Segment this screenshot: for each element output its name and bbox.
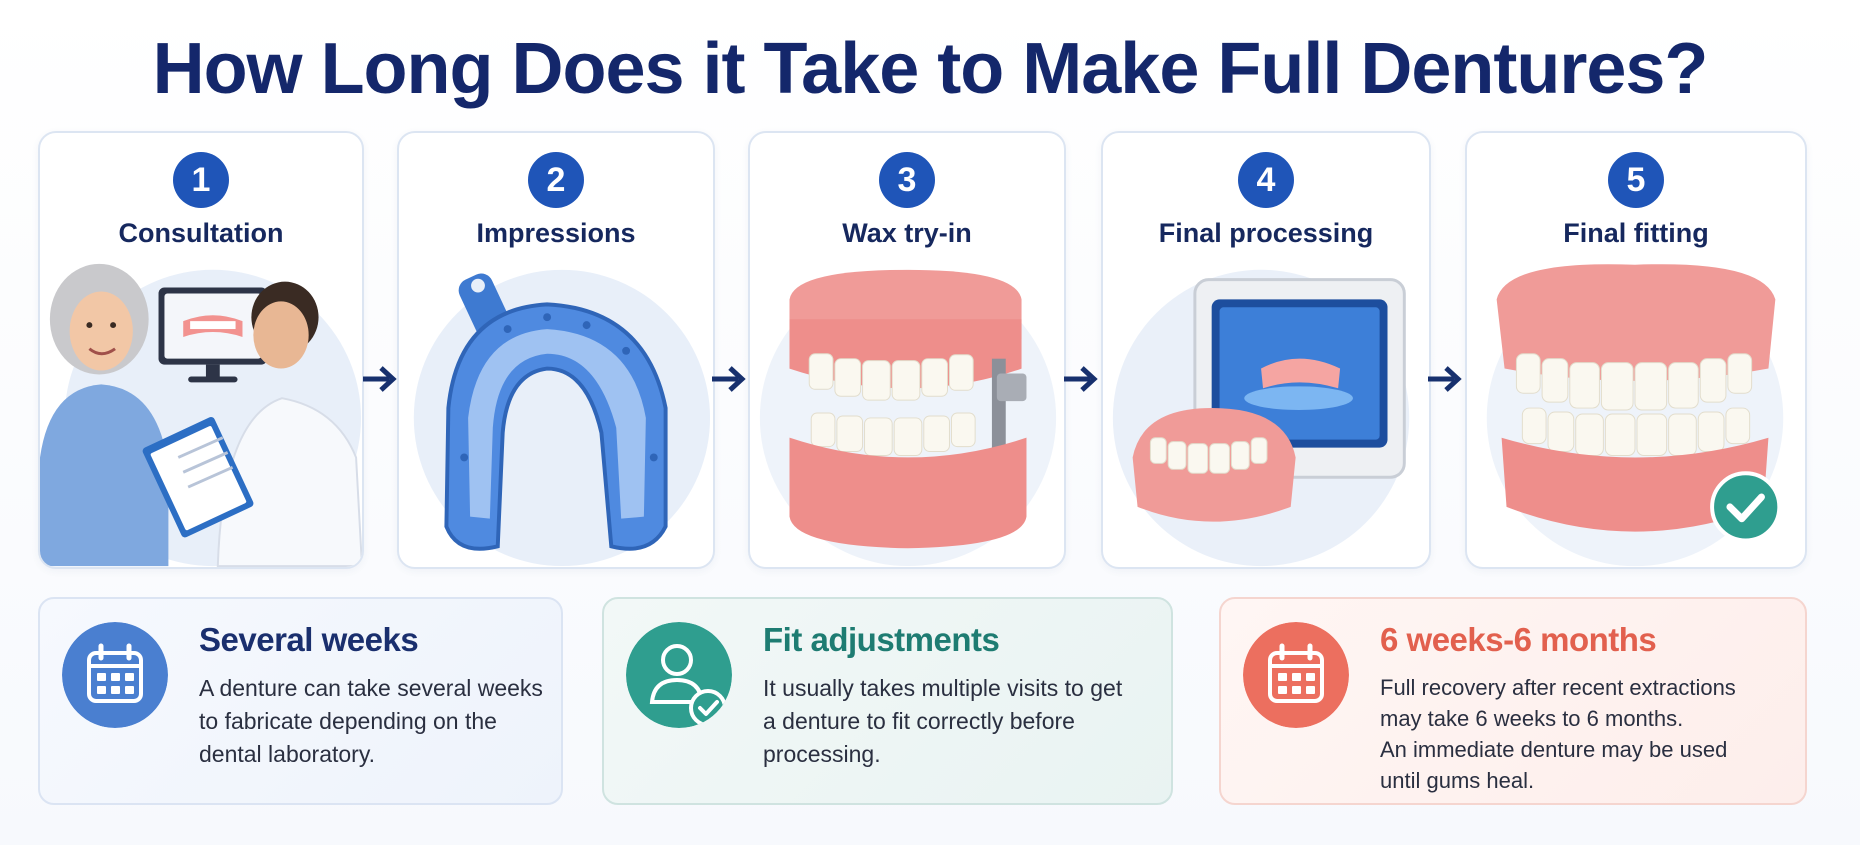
arrow-right-icon xyxy=(1428,366,1462,392)
step-number-badge: 4 xyxy=(1238,152,1294,208)
step-card-wax-try-in: 3 Wax try-in xyxy=(748,131,1066,569)
processing-machine-illustration xyxy=(1112,269,1410,567)
arrow-right-icon xyxy=(712,366,746,392)
page-title: How Long Does it Take to Make Full Dentu… xyxy=(152,29,1709,109)
step-number-badge: 3 xyxy=(879,152,935,208)
card-title: Several weeks xyxy=(199,621,419,658)
step-card-impressions: 2 Impressions xyxy=(397,131,715,569)
arrow-right-icon xyxy=(1064,366,1098,392)
card-title: 6 weeks-6 months xyxy=(1380,621,1657,658)
step-label: Wax try-in xyxy=(842,218,972,248)
step-number-badge: 5 xyxy=(1608,152,1664,208)
wax-denture-articulator-illustration xyxy=(759,269,1057,567)
info-card-several-weeks: Several weeks A denture can take several… xyxy=(38,597,563,805)
info-card-fit-adjustments: Fit adjustments It usually takes multipl… xyxy=(602,597,1173,805)
step-number-badge: 2 xyxy=(528,152,584,208)
step-card-final-fitting: 5 Final fitting xyxy=(1465,131,1807,569)
finished-denture-illustration xyxy=(1486,264,1784,567)
step-number-badge: 1 xyxy=(173,152,229,208)
impression-tray-illustration xyxy=(413,269,711,567)
consultation-illustration xyxy=(40,263,362,567)
info-card-recovery-time: 6 weeks-6 months Full recovery after rec… xyxy=(1219,597,1807,805)
card-text: A denture can take several weeks to fabr… xyxy=(199,675,543,767)
step-label: Consultation xyxy=(118,218,284,248)
step-card-consultation: 1 Consultation xyxy=(38,131,364,569)
step-label: Final processing xyxy=(1158,218,1374,248)
user-check-icon xyxy=(626,622,732,728)
arrow-right-icon xyxy=(363,366,397,392)
card-text: Full recovery after recent extractions m… xyxy=(1380,675,1736,793)
card-text: It usually takes multiple visits to get … xyxy=(763,675,1123,767)
calendar-icon xyxy=(62,622,168,728)
step-label: Impressions xyxy=(476,218,636,248)
step-card-final-processing: 4 Final processing xyxy=(1101,131,1431,569)
card-title: Fit adjustments xyxy=(763,621,1000,658)
step-label: Final fitting xyxy=(1563,218,1709,248)
calendar-icon xyxy=(1243,622,1349,728)
